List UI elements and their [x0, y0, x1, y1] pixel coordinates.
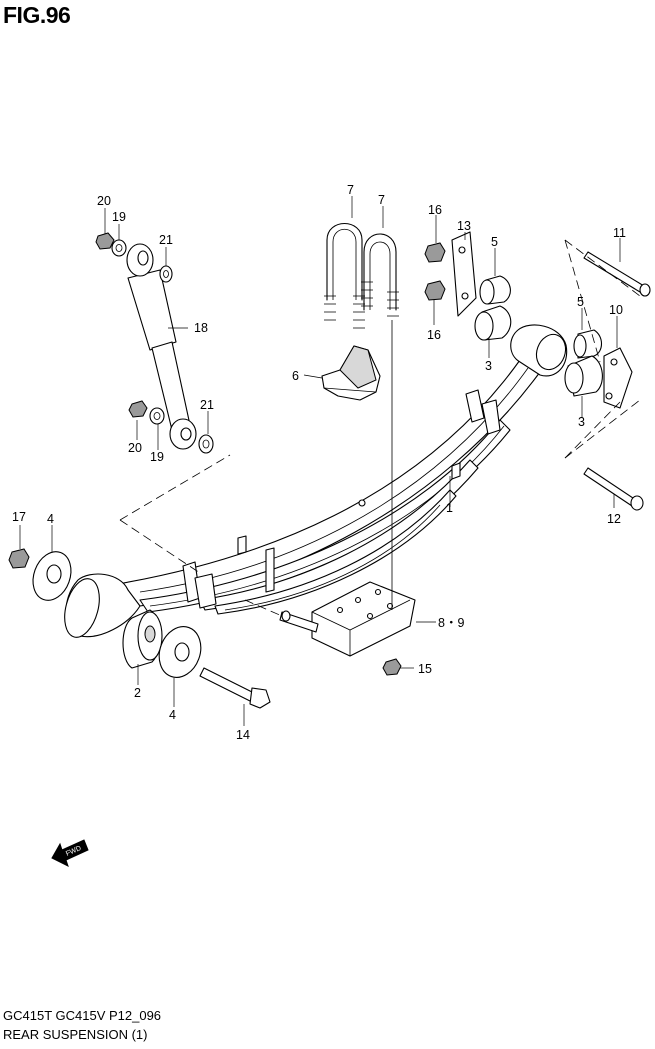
washer-lower-right[interactable]	[198, 434, 214, 454]
callout-18: 18	[194, 321, 208, 335]
rear-bushing-lower[interactable]	[564, 355, 603, 397]
callout-21: 21	[200, 398, 214, 412]
callout-20: 20	[128, 441, 142, 455]
u-bolt-left[interactable]	[324, 223, 365, 329]
callout-13: 13	[457, 219, 471, 233]
callout-11: 11	[613, 226, 626, 240]
callout-16: 16	[428, 203, 442, 217]
front-washer-outer[interactable]	[27, 546, 78, 605]
nut-seat[interactable]	[382, 658, 402, 676]
spring-seat-plate[interactable]	[279, 581, 416, 657]
forward-arrow-icon: FWD	[51, 839, 89, 867]
callout-3: 3	[578, 415, 585, 429]
figure-title: FIG.96	[3, 2, 71, 28]
bump-stopper[interactable]	[321, 345, 381, 401]
nut-lower[interactable]	[128, 400, 148, 418]
callout-21: 21	[159, 233, 173, 247]
callout-8-9: 8・9	[438, 616, 464, 630]
callout-19: 19	[112, 210, 126, 224]
callout-1: 1	[446, 501, 453, 515]
u-bolt-right[interactable]	[361, 233, 399, 317]
callout-16: 16	[427, 328, 441, 342]
callout-14: 14	[236, 728, 250, 742]
shackle-bushing-lower[interactable]	[474, 305, 512, 341]
callout-3: 3	[485, 359, 492, 373]
model-codes: GC415T GC415V P12_096	[3, 1008, 162, 1023]
callout-20: 20	[97, 194, 111, 208]
shackle-bolt-upper[interactable]	[583, 251, 651, 297]
washer-upper[interactable]	[111, 239, 127, 257]
callout-5: 5	[491, 235, 498, 249]
callout-19: 19	[150, 450, 164, 464]
washer-upper-right[interactable]	[159, 265, 173, 283]
shackle-plate-outer[interactable]	[603, 347, 633, 409]
callout-4: 4	[47, 512, 54, 526]
shock-absorber[interactable]	[126, 243, 197, 450]
callout-15: 15	[418, 662, 432, 676]
front-bolt[interactable]	[199, 667, 271, 709]
callout-12: 12	[607, 512, 621, 526]
callout-10: 10	[609, 303, 623, 317]
callout-2: 2	[134, 686, 141, 700]
figure-caption: REAR SUSPENSION (1)	[3, 1027, 148, 1042]
washer-lower[interactable]	[149, 407, 165, 425]
front-washer-inner[interactable]	[152, 621, 207, 684]
callout-4: 4	[169, 708, 176, 722]
shackle-plate-inner[interactable]	[451, 231, 477, 317]
nut-shackle-lower[interactable]	[424, 280, 446, 301]
front-nut[interactable]	[8, 548, 30, 569]
shackle-bushing-upper[interactable]	[479, 275, 511, 305]
rear-bushing-upper[interactable]	[573, 329, 603, 359]
leaf-spring[interactable]	[59, 324, 571, 641]
nut-shackle-upper[interactable]	[424, 242, 446, 263]
callout-5: 5	[577, 295, 584, 309]
callout-17: 17	[12, 510, 26, 524]
callout-6: 6	[292, 369, 299, 383]
front-bushing[interactable]	[122, 609, 163, 669]
callout-7: 7	[347, 183, 354, 197]
shackle-bolt-lower[interactable]	[583, 467, 644, 511]
callout-7: 7	[378, 193, 385, 207]
nut-upper[interactable]	[95, 232, 115, 250]
